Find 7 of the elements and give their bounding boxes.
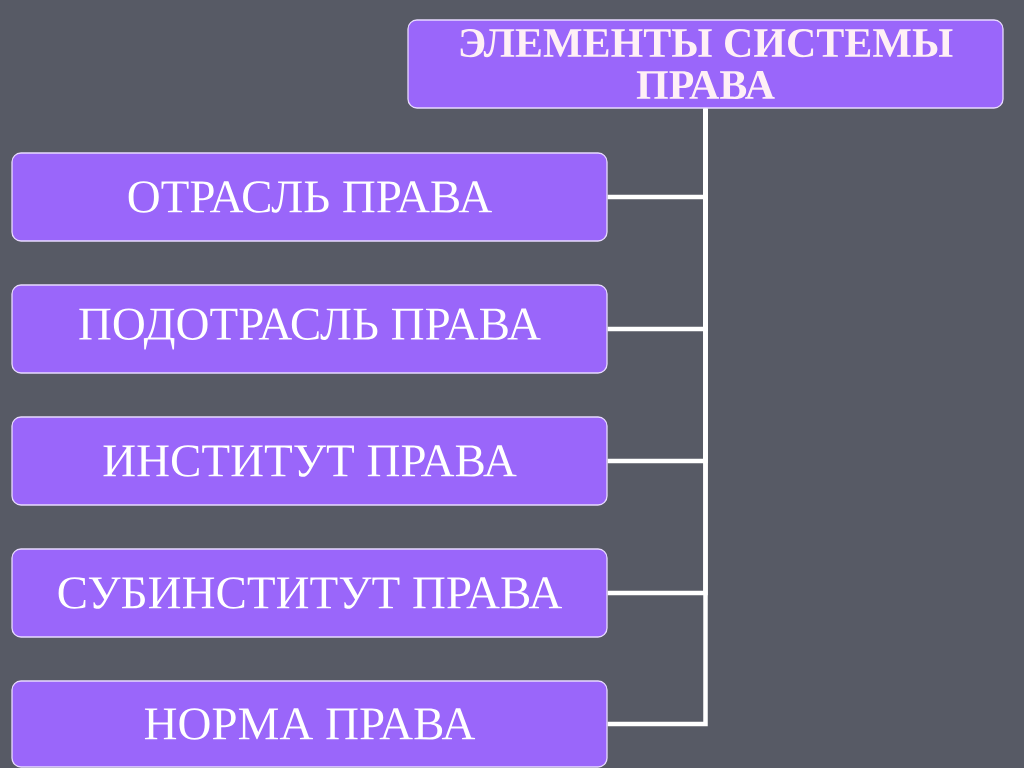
heading-box: ЭЛЕМЕНТЫ СИСТЕМЫ ПРАВА [407,19,1004,109]
process-box: ИНСТИТУТ ПРАВА [11,416,608,506]
process-box: ПОДОТРАСЛЬ ПРАВА [11,284,608,374]
process-box: ОТРАСЛЬ ПРАВА [11,152,608,242]
process-box: НОРМА ПРАВА [11,680,608,768]
process-box: СУБИНСТИТУТ ПРАВА [11,548,608,638]
connector-line [607,108,708,727]
